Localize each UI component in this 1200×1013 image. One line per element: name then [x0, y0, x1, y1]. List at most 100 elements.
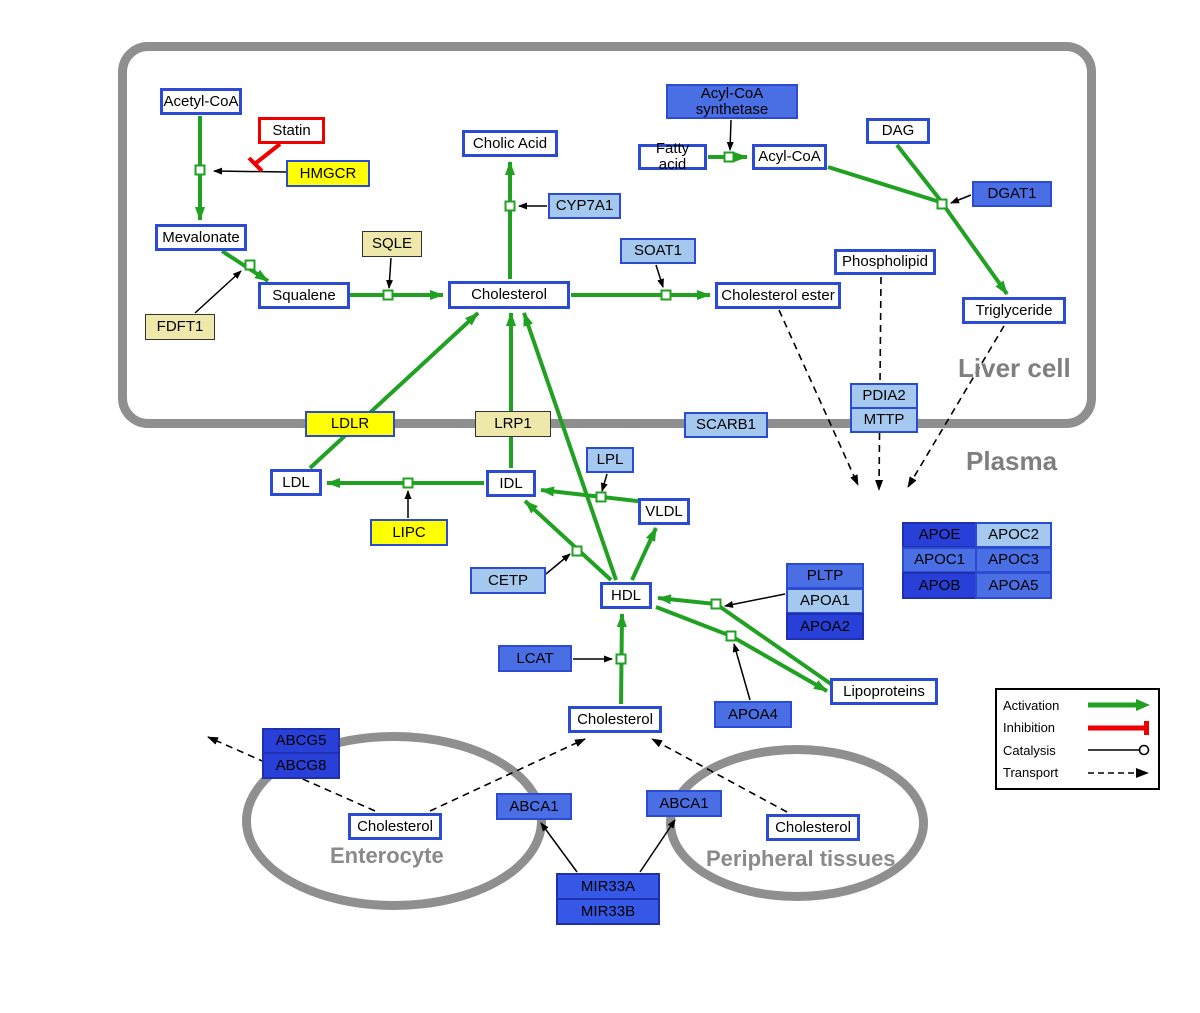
- node-apoa5[interactable]: APOA5: [975, 572, 1052, 599]
- node-statin[interactable]: Statin: [258, 117, 325, 144]
- node-soat1[interactable]: SOAT1: [620, 238, 696, 264]
- regulation-mir33-abca1-right: [639, 819, 676, 873]
- node-apoa4[interactable]: APOA4: [714, 701, 792, 728]
- node-ldlr[interactable]: LDLR: [305, 411, 395, 437]
- node-apoa2[interactable]: APOA2: [786, 613, 864, 640]
- node-apoc3[interactable]: APOC3: [975, 547, 1052, 573]
- node-acyl-coa-synthetase[interactable]: Acyl-CoA synthetase: [666, 84, 798, 119]
- activation-arrow-icon: [1088, 699, 1150, 711]
- catalysis-sqle: [386, 257, 394, 289]
- liver-cell-membrane: [118, 42, 1096, 428]
- transport-peripheral-cholesterol-plasma: [651, 738, 788, 813]
- node-hmgcr[interactable]: HMGCR: [286, 160, 370, 187]
- transport-enterocyte-excretion: [207, 736, 376, 812]
- node-fdft1[interactable]: FDFT1: [145, 314, 215, 340]
- node-hdl[interactable]: HDL: [600, 582, 652, 609]
- regulation-pltp-group: [724, 593, 786, 608]
- edge-ldl-cholesterol: [308, 311, 480, 470]
- node-lrp1[interactable]: LRP1: [475, 411, 551, 437]
- legend-inhibition: Inhibition: [1003, 717, 1152, 739]
- edge-acylcoa-dgat-hub: [827, 165, 941, 204]
- node-acetyl-coa[interactable]: Acetyl-CoA: [160, 88, 242, 115]
- legend-transport: Transport: [1003, 762, 1152, 784]
- inhibition-statin-bar: [247, 156, 264, 173]
- node-idl[interactable]: IDL: [486, 470, 536, 497]
- node-abcg8[interactable]: ABCG8: [262, 752, 340, 779]
- node-apoc2[interactable]: APOC2: [975, 522, 1052, 548]
- node-pltp[interactable]: PLTP: [786, 563, 864, 589]
- node-mir33b[interactable]: MIR33B: [556, 898, 660, 925]
- node-dgat1[interactable]: DGAT1: [972, 181, 1052, 207]
- transport-triglyceride-plasma: [907, 325, 1005, 488]
- legend-activation-label: Activation: [1003, 697, 1060, 713]
- legend-transport-label: Transport: [1003, 765, 1059, 781]
- transport-dashed-arrow-icon: [1088, 767, 1149, 778]
- node-cholesterol-enterocyte[interactable]: Cholesterol: [348, 813, 442, 840]
- edge-hdl-idl: [523, 499, 613, 582]
- peripheral-tissues-label: Peripheral tissues: [706, 846, 896, 871]
- legend: Activation Inhibition Catalysis Transpor…: [995, 688, 1160, 790]
- node-abcg5[interactable]: ABCG5: [262, 728, 340, 754]
- node-fatty-acid[interactable]: Fatty acid: [638, 141, 707, 172]
- catalysis-cetp: [545, 553, 571, 575]
- catalysis-hmgcr: [213, 167, 287, 175]
- node-cholesterol-ester[interactable]: Cholesterol ester: [715, 282, 841, 309]
- node-mevalonate[interactable]: Mevalonate: [155, 224, 247, 251]
- node-apoe[interactable]: APOE: [902, 522, 977, 548]
- node-acyl-coa[interactable]: Acyl-CoA: [752, 144, 827, 170]
- node-vldl[interactable]: VLDL: [638, 498, 690, 525]
- catalysis-circle-icon: [1088, 745, 1150, 756]
- node-cholesterol-liver[interactable]: Cholesterol: [448, 281, 570, 309]
- edge-hdl-vldl: [630, 527, 658, 581]
- node-squalene[interactable]: Squalene: [258, 282, 350, 309]
- node-apoa1[interactable]: APOA1: [786, 588, 864, 614]
- catalysis-fdft1: [194, 270, 242, 314]
- node-triglyceride[interactable]: Triglyceride: [962, 297, 1066, 324]
- enterocyte-label: Enterocyte: [330, 843, 444, 868]
- node-scarb1[interactable]: SCARB1: [684, 412, 768, 438]
- node-abca1-peripheral[interactable]: ABCA1: [646, 790, 722, 817]
- node-lpl[interactable]: LPL: [586, 447, 634, 473]
- node-lipoproteins[interactable]: Lipoproteins: [830, 678, 938, 705]
- node-lipc[interactable]: LIPC: [370, 519, 448, 546]
- edge-vldl-idl: [540, 486, 647, 504]
- node-phospholipid[interactable]: Phospholipid: [834, 249, 936, 275]
- liver-cell-label: Liver cell: [958, 353, 1071, 383]
- node-mttp[interactable]: MTTP: [850, 407, 918, 433]
- reaction-nodes: [194, 151, 948, 665]
- transport-enterocyte-cholesterol-plasma: [429, 738, 586, 812]
- node-cholic-acid[interactable]: Cholic Acid: [462, 130, 558, 157]
- node-apoc1[interactable]: APOC1: [902, 547, 977, 573]
- legend-inhibition-label: Inhibition: [1003, 720, 1056, 736]
- legend-catalysis: Catalysis: [1003, 739, 1152, 761]
- node-cyp7a1[interactable]: CYP7A1: [548, 193, 621, 219]
- edge-hub-triglyceride: [943, 205, 1009, 296]
- node-cholesterol-plasma[interactable]: Cholesterol: [568, 706, 662, 733]
- node-abca1-enterocyte[interactable]: ABCA1: [496, 793, 572, 820]
- enterocyte-membrane: [242, 732, 546, 910]
- node-pdia2[interactable]: PDIA2: [850, 383, 918, 409]
- node-dag[interactable]: DAG: [866, 118, 930, 144]
- catalysis-dgat1: [950, 194, 972, 204]
- legend-activation: Activation: [1003, 694, 1152, 716]
- edge-dag-dgat-hub: [895, 143, 943, 203]
- node-apob[interactable]: APOB: [902, 572, 977, 599]
- node-mir33a[interactable]: MIR33A: [556, 873, 660, 900]
- node-cetp[interactable]: CETP: [470, 567, 546, 594]
- node-lcat[interactable]: LCAT: [498, 645, 572, 672]
- plasma-label: Plasma: [966, 446, 1058, 476]
- legend-catalysis-label: Catalysis: [1003, 742, 1056, 758]
- regulation-apoa4: [732, 643, 751, 701]
- transport-cholesterolester-plasma: [778, 309, 859, 486]
- inhibition-tbar-icon: [1088, 720, 1149, 735]
- node-ldl[interactable]: LDL: [270, 469, 322, 496]
- node-cholesterol-peripheral[interactable]: Cholesterol: [766, 814, 860, 841]
- regulation-mir33-abca1-left: [540, 822, 578, 873]
- catalysis-lpl: [600, 473, 608, 492]
- node-sqle[interactable]: SQLE: [362, 231, 422, 257]
- catalysis-acylcoa-synthetase: [726, 119, 734, 151]
- catalysis-soat1: [655, 264, 664, 288]
- edge-hdl-cholesterol: [522, 312, 618, 581]
